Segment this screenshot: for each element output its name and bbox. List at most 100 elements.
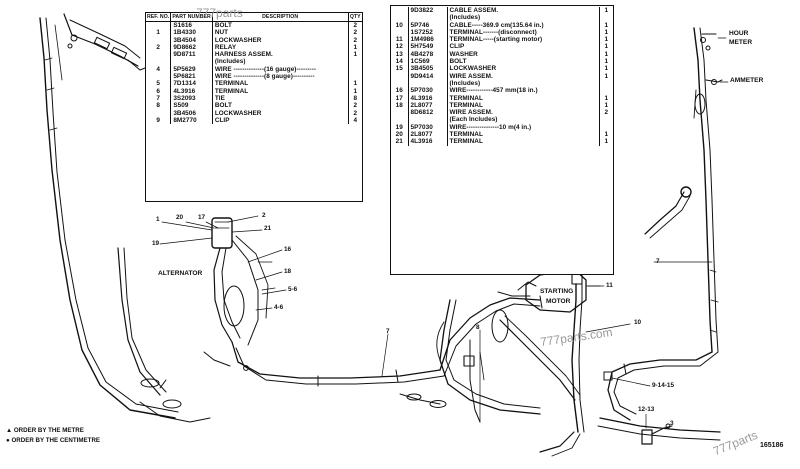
description-cell: WIRE --------------(16 gauge)---------	[214, 65, 317, 73]
qty-cell: 1	[598, 65, 613, 73]
part-number-cell: 3B4504	[170, 36, 213, 44]
callout-9-14-15: 9-14-15	[652, 382, 675, 389]
qty-cell	[598, 14, 613, 22]
ref-cell	[391, 72, 409, 80]
part-number-cell: 4L3916	[408, 94, 448, 102]
ref-cell: 9	[146, 116, 172, 125]
description-cell: TERMINAL	[449, 131, 483, 139]
part-number-cell: 9D3822	[408, 7, 448, 15]
description-cell: (Includes)	[214, 58, 246, 66]
part-number-cell: 1C569	[408, 58, 448, 66]
callout-5-6: 5-6	[288, 286, 298, 293]
qty-cell: 1	[598, 21, 613, 29]
description-cell: CLIP	[214, 116, 230, 124]
ref-cell: 14	[391, 58, 409, 66]
ref-cell: 18	[391, 101, 409, 110]
alternator-harness	[203, 217, 445, 385]
description-cell: RELAY	[214, 43, 237, 51]
part-number-cell	[170, 58, 213, 66]
qty-cell: 1	[347, 51, 362, 59]
right-harness	[603, 27, 723, 421]
qty-cell	[598, 79, 613, 88]
ammeter-label: AMMETER	[730, 77, 764, 84]
callout-7-right: 7	[656, 258, 660, 265]
part-number-cell	[408, 79, 448, 88]
order-by-metre-note: ▲ ORDER BY THE METRE	[6, 427, 84, 434]
part-number-cell: 2L8077	[408, 131, 448, 139]
ref-cell: 6	[146, 87, 172, 95]
callout-18: 18	[284, 268, 292, 275]
hour-meter-label-line2: METER	[729, 39, 753, 46]
part-number-cell: 2L8077	[408, 101, 448, 110]
part-number-cell: 1B4330	[170, 29, 213, 37]
part-number-cell: 5P5629	[170, 65, 213, 74]
callout-20: 20	[176, 214, 184, 221]
description-cell: LOCKWASHER	[214, 36, 262, 44]
description-cell: TIE	[214, 94, 225, 102]
qty-cell: 1	[598, 101, 613, 110]
ref-cell: 20	[391, 131, 409, 139]
ref-cell: 7	[146, 94, 172, 103]
qty-cell: 2	[347, 29, 362, 37]
ref-cell: 5	[146, 80, 172, 88]
qty-cell: 4	[347, 116, 362, 125]
ref-cell	[391, 28, 409, 37]
qty-cell	[598, 87, 613, 95]
description-cell: WIRE---------------10 m(4 in.)	[449, 123, 532, 131]
ref-cell	[391, 116, 409, 124]
col-header-qty: QTY	[347, 13, 362, 22]
part-number-cell	[408, 116, 448, 124]
col-header-description: DESCRIPTION	[212, 13, 348, 22]
callout-1: 1	[156, 216, 160, 223]
harness-ties	[159, 295, 627, 389]
ref-cell: 12	[391, 43, 409, 51]
description-cell: BOLT	[449, 58, 467, 66]
ref-cell	[391, 14, 409, 22]
part-number-cell: 5P7030	[408, 87, 448, 95]
qty-cell: 1	[598, 28, 613, 37]
alternator-label: ALTERNATOR	[158, 270, 203, 277]
qty-cell: 1	[598, 7, 613, 15]
callout-21: 21	[264, 225, 272, 232]
part-number-cell: 4L3916	[170, 87, 213, 95]
callout-10: 10	[634, 319, 642, 326]
ref-cell	[146, 51, 172, 59]
ref-cell: 13	[391, 50, 409, 59]
part-number-cell: 5H7549	[408, 43, 448, 51]
ref-cell	[391, 79, 409, 88]
parts-table-left-grid: REF. NO. PART NUMBER DESCRIPTION QTY S16…	[146, 13, 362, 125]
left-harness	[39, 13, 211, 423]
ref-cell: 16	[391, 87, 409, 95]
qty-cell	[347, 58, 362, 66]
parts-table-left-header: REF. NO. PART NUMBER DESCRIPTION QTY	[146, 13, 362, 22]
ref-cell: 11	[391, 36, 409, 44]
description-cell: WIRE------------457 mm(18 in.)	[449, 87, 538, 95]
part-number-cell: 1S7252	[408, 28, 448, 37]
qty-cell	[347, 65, 362, 74]
part-number-cell: 7D1314	[170, 80, 213, 88]
part-number-cell: 5P7030	[408, 123, 448, 132]
part-number-cell: 8M2770	[170, 116, 213, 125]
part-number-cell: 5P6821	[170, 73, 213, 81]
part-number-cell: 9D9414	[408, 72, 448, 80]
ref-cell	[146, 58, 172, 66]
qty-cell: 1	[598, 72, 613, 80]
part-number-cell: 1M4986	[408, 36, 448, 44]
ref-cell	[391, 7, 409, 15]
